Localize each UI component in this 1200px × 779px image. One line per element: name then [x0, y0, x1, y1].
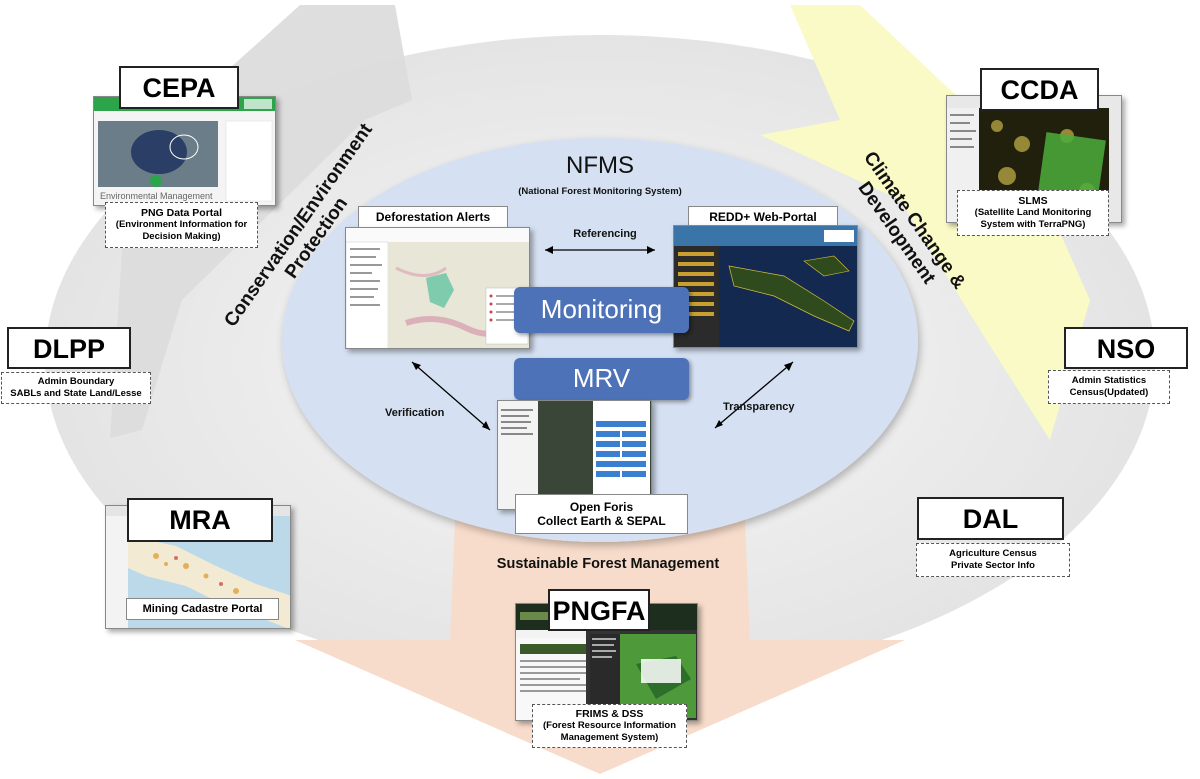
cepa-screenshot: Environmental Management: [93, 96, 276, 206]
nso-label: NSO: [1064, 327, 1188, 369]
nso-caption-line2: Census(Updated): [1069, 387, 1149, 398]
cepa-caption-line1: PNG Data Portal: [140, 207, 223, 219]
monitoring-label: Monitoring: [514, 287, 689, 333]
pngfa-caption-line3: Management System): [560, 732, 659, 743]
openforis-caption: Open Foris Collect Earth & SEPAL: [515, 494, 688, 534]
pngfa-caption-line2: (Forest Resource Information: [542, 720, 677, 731]
openforis-screenshot: [497, 400, 652, 510]
nfms-title: NFMS: [566, 152, 634, 179]
deforestation-alerts-screenshot: [345, 227, 530, 349]
redd-map: [674, 226, 857, 347]
dal-caption-line1: Agriculture Census: [949, 548, 1037, 559]
ccda-caption-line2: (Satellite Land Monitoring: [974, 207, 1092, 218]
mra-caption: Mining Cadastre Portal: [126, 598, 279, 620]
dlpp-caption-line2: SABLs and State Land/Lesse: [10, 388, 142, 399]
dal-label: DAL: [917, 497, 1064, 540]
climate-change-arrow: [760, 5, 1090, 440]
dal-caption-line2: Private Sector Info: [951, 560, 1035, 571]
cepa-caption-line2: (Environment Information for: [115, 219, 248, 230]
transparency-arrow: [714, 361, 794, 429]
pngfa-caption: FRIMS & DSS (Forest Resource Information…: [532, 704, 687, 748]
pngfa-label: PNGFA: [548, 589, 650, 631]
mrv-label: MRV: [514, 358, 689, 400]
cepa-portal-image: [94, 97, 275, 202]
transparency-label: Transparency: [723, 401, 795, 413]
referencing-label: Referencing: [573, 228, 637, 240]
ccda-caption-line1: SLMS: [1018, 195, 1048, 207]
redd-portal-screenshot: [673, 225, 858, 348]
deforestation-alerts-title: Deforestation Alerts: [358, 206, 508, 228]
pngfa-caption-line1: FRIMS & DSS: [575, 708, 644, 720]
dlpp-label: DLPP: [7, 327, 131, 369]
openforis-map: [498, 401, 651, 509]
nfms-subtitle: (National Forest Monitoring System): [518, 186, 682, 197]
nso-caption: Admin Statistics Census(Updated): [1048, 370, 1170, 404]
cepa-label: CEPA: [119, 66, 239, 109]
cepa-screenshot-text: Environmental Management: [100, 191, 213, 201]
cepa-caption: PNG Data Portal (Environment Information…: [105, 202, 258, 248]
ccda-caption: SLMS (Satellite Land Monitoring System w…: [957, 190, 1109, 236]
sfm-label: Sustainable Forest Management: [496, 556, 720, 572]
redd-portal-title: REDD+ Web-Portal: [688, 206, 838, 228]
openforis-caption-line1: Open Foris: [569, 500, 634, 514]
dlpp-caption-line1: Admin Boundary: [37, 376, 115, 387]
dlpp-caption: Admin Boundary SABLs and State Land/Less…: [1, 372, 151, 404]
verification-label: Verification: [385, 407, 445, 419]
ccda-caption-line3: System with TerraPNG): [980, 219, 1086, 230]
deforestation-map: [346, 228, 529, 348]
openforis-caption-line2: Collect Earth & SEPAL: [537, 514, 666, 528]
mra-label: MRA: [127, 498, 273, 542]
ccda-label: CCDA: [980, 68, 1099, 111]
verification-arrow: [411, 361, 491, 431]
cepa-caption-line3: Decision Making): [142, 231, 221, 242]
dal-caption: Agriculture Census Private Sector Info: [916, 543, 1070, 577]
nso-caption-line1: Admin Statistics: [1071, 375, 1147, 386]
